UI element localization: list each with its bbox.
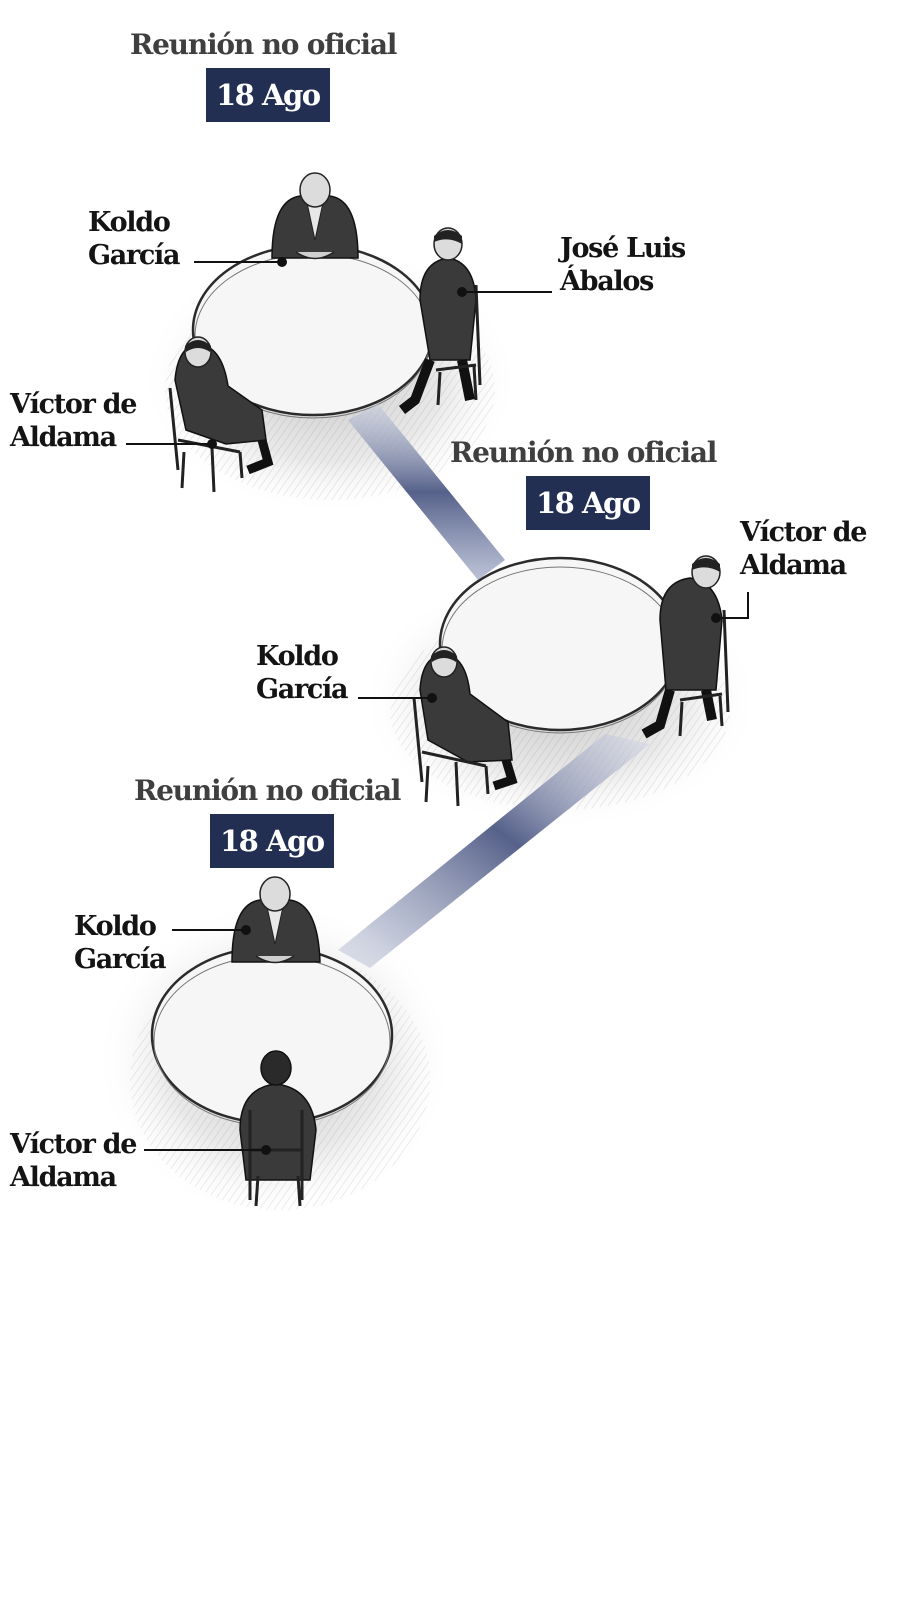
meeting-date-badge: 18 Ago: [526, 476, 650, 530]
participant-label-line: García: [256, 674, 348, 705]
participant-label: Koldo García: [256, 640, 348, 706]
participant-label-line: Koldo: [74, 911, 157, 942]
participant-label: Koldo García: [88, 206, 180, 272]
meeting-2-scene: [360, 555, 760, 830]
participant-label-line: Víctor de: [740, 517, 867, 548]
person-victor-de-aldama: [641, 555, 730, 739]
participant-label: Koldo García: [74, 910, 166, 976]
participant-label-line: García: [74, 944, 166, 975]
participant-label-line: Víctor de: [10, 389, 137, 420]
participant-label-line: José Luis: [560, 233, 686, 264]
meeting-date-badge: 18 Ago: [206, 68, 330, 122]
person-koldo-garcia: [271, 172, 359, 260]
person-victor-de-aldama: [168, 336, 274, 493]
timeline-connector-1: [348, 404, 505, 580]
participant-label-line: Víctor de: [10, 1129, 137, 1160]
participant-label: Víctor de Aldama: [10, 1128, 137, 1194]
person-jose-luis-abalos: [398, 227, 482, 414]
participant-label-line: García: [88, 240, 180, 271]
participant-label-line: Aldama: [10, 422, 117, 453]
person-koldo-garcia: [412, 646, 518, 807]
participant-label: Víctor de Aldama: [10, 388, 137, 454]
participant-label: José Luis Ábalos: [560, 232, 686, 298]
participant-label-line: Ábalos: [560, 266, 654, 297]
participant-label: Víctor de Aldama: [740, 516, 867, 582]
meeting-date-badge: 18 Ago: [210, 814, 334, 868]
timeline-connector-2: [338, 734, 650, 968]
person-koldo-garcia: [231, 876, 321, 964]
participant-label-line: Koldo: [88, 207, 171, 238]
participant-label-line: Aldama: [740, 550, 847, 581]
meeting-title: Reunión no oficial: [450, 436, 717, 469]
participant-label-line: Aldama: [10, 1162, 117, 1193]
person-victor-de-aldama: [239, 1050, 317, 1207]
leader-lines: [126, 257, 749, 1155]
meeting-3-scene: [95, 876, 455, 1220]
meeting-1-scene: [140, 172, 520, 515]
participant-label-line: Koldo: [256, 641, 339, 672]
meeting-title: Reunión no oficial: [130, 28, 397, 61]
meeting-title: Reunión no oficial: [134, 774, 401, 807]
